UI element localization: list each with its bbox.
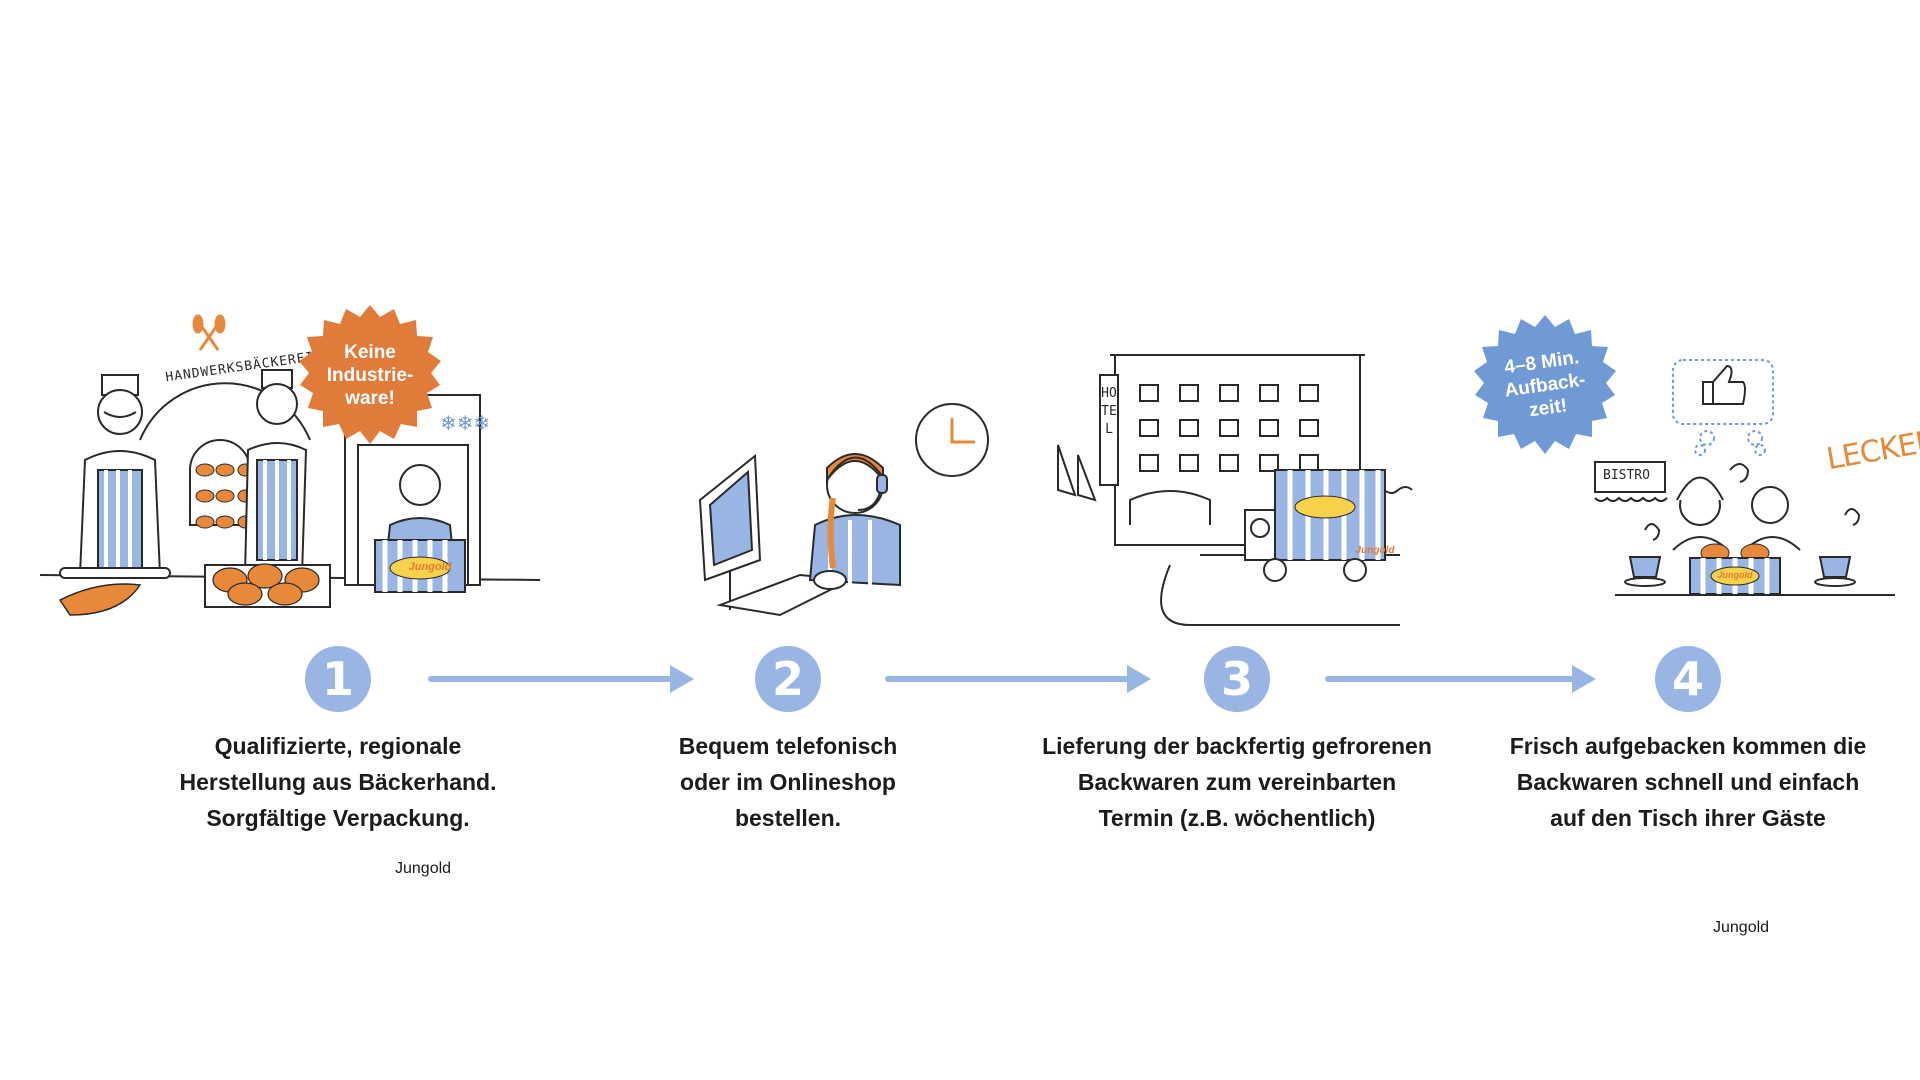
box-logo-scene1: Jungold [395,860,452,877]
step-2-line-3: bestellen. [734,805,842,831]
arrow-2-3 [885,665,1151,693]
bakery-illustration: ❄❄❄ [39,314,541,616]
hotel-windows [1139,384,1319,472]
wheat-icon [192,314,226,351]
badge-shape [299,305,441,444]
badge-shape [1474,315,1616,454]
step-3-description: Lieferung der backfertig gefrorenen Back… [1007,728,1467,836]
thumbs-up-icon [1702,364,1746,405]
basket-logo: Jungold [1713,919,1770,936]
arrow-3-4 [1325,665,1596,693]
step-2-description: Bequem telefonisch oder im Onlineshop be… [558,728,1018,836]
cup-icon [1624,556,1856,587]
step-4-line-3: auf den Tisch ihrer Gäste [1550,805,1826,831]
step-1-line-3: Sorgfältige Verpackung. [206,805,470,831]
step-2-line-2: oder im Onlineshop [680,769,896,795]
step-3-line-2: Backwaren zum vereinbarten [1077,769,1397,795]
bread-basket [1689,543,1781,595]
clock-icon [915,403,989,477]
svg-text:❄❄❄: ❄❄❄ [440,411,490,435]
basket-logo-text: Jungold [1717,570,1753,580]
step-4-number: 4 [1655,646,1721,712]
step-1-description: Qualifizierte, regionale Herstellung aus… [108,728,568,836]
step-2-number: 2 [755,646,821,712]
scene-order [690,403,990,620]
step-2-line-1: Bequem telefonisch [678,733,898,759]
baker-left [59,374,171,579]
scene-bistro: BISTRO Jungold [1594,350,1915,936]
guests [1644,463,1861,551]
badge1-line1: Keine [344,341,396,363]
step-4-line-1: Frisch aufgebacken kommen die [1509,733,1867,759]
step-3-number: 3 [1204,646,1270,712]
bistro-sign: BISTRO [1603,468,1650,483]
arrow-1-2 [428,665,694,693]
bistro-illustration [1594,359,1895,596]
scene-bakery: ❄❄❄ HANDWERKSBÄCKEREI Jungold [39,300,580,877]
operator [808,453,901,590]
step-1-line-1: Qualifizierte, regionale [214,733,462,759]
baker-middle [243,369,308,576]
order-illustration [698,403,989,617]
monitor-icon [698,453,762,610]
delivery-truck [1244,469,1386,582]
delivery-illustration [1057,354,1413,626]
badge1-line3: ware! [345,387,395,409]
scene-delivery: HOTEL Jungold [1050,345,1430,626]
step-1-number: 1 [305,646,371,712]
hotel-sign: HOTEL [1101,386,1117,437]
step-4-line-2: Backwaren schnell und einfach [1516,769,1860,795]
step-3-line-1: Lieferung der backfertig gefrorenen [1042,733,1432,759]
step-3-line-3: Termin (z.B. wöchentlich) [1098,805,1376,831]
step-4-description: Frisch aufgebacken kommen die Backwaren … [1458,728,1918,836]
bread-box [374,539,466,593]
badge1-line2: Industrie- [326,364,414,386]
box-logo-text-1: Jungold [408,561,452,573]
badge-aufbackzeit: 4–8 Min. Aufback- zeit! [1474,315,1616,455]
badge-keine-industrieware: Keine Industrie- ware! [299,305,441,445]
truck-logo: Jungold [1355,545,1395,556]
step-1-line-2: Herstellung aus Bäckerhand. [179,769,497,795]
